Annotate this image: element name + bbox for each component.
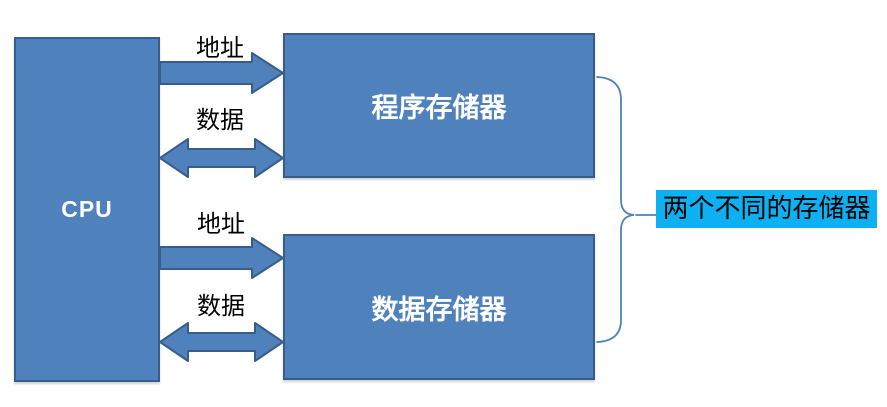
data-bus-label-top: 数据: [196, 106, 244, 134]
cpu-block: CPU: [14, 37, 160, 382]
data-memory-label: 数据存储器: [371, 294, 507, 325]
data-bus-arrow-top-icon: [159, 138, 284, 178]
data-bus-arrow-bottom-icon: [159, 322, 284, 362]
data-bus-label-bottom: 数据: [197, 292, 245, 320]
cpu-block-label: CPU: [61, 196, 113, 222]
annotation-two-memories: 两个不同的存储器: [656, 190, 877, 228]
program-memory-block: 程序存储器: [283, 33, 595, 178]
grouping-brace-icon: [596, 76, 635, 343]
address-bus-label-bottom: 地址: [197, 210, 245, 238]
address-bus-arrow-bottom-icon: [159, 237, 284, 279]
data-memory-block: 数据存储器: [283, 234, 595, 380]
program-memory-label: 程序存储器: [371, 93, 507, 123]
address-bus-label-top: 地址: [196, 34, 244, 62]
